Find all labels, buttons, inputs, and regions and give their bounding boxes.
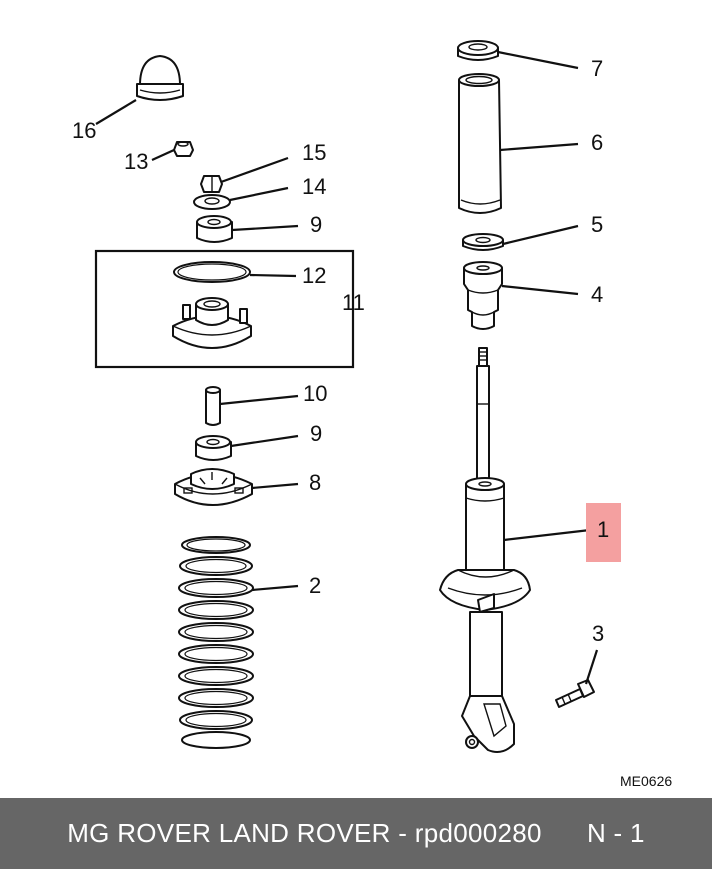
footer-bar: MG ROVER LAND ROVER - rpd000280 N - 1 — [0, 798, 712, 869]
callout-5: 5 — [591, 212, 603, 237]
part-9-upper-bush — [196, 215, 233, 243]
part-11-group-box — [94, 249, 355, 369]
part-7-top-washer — [457, 40, 499, 61]
part-1-shock-absorber — [439, 347, 531, 753]
callout-2: 2 — [309, 573, 321, 598]
part-16-bump-cap — [136, 55, 184, 101]
part-4-bump-stop — [463, 261, 503, 330]
part-9-lower-bush — [195, 435, 232, 461]
part-15-nut — [200, 175, 223, 193]
part-top-mount — [172, 297, 252, 349]
footer-position: N - 1 — [586, 818, 645, 848]
callout-16: 16 — [72, 118, 96, 143]
part-6-dust-boot — [458, 73, 502, 214]
callout-9-upper: 9 — [310, 212, 322, 237]
part-10-spacer — [205, 386, 221, 426]
callout-8: 8 — [309, 470, 321, 495]
part-5-washer — [462, 233, 504, 251]
callout-12: 12 — [302, 263, 326, 288]
callout-14: 14 — [302, 174, 326, 199]
part-3-bolt — [555, 679, 595, 708]
callout-11: 11 — [342, 290, 365, 315]
part-13-nut — [173, 141, 194, 157]
diagram-code: ME0626 — [620, 773, 672, 789]
part-8-spring-seat — [174, 468, 253, 506]
part-2-coil-spring — [178, 536, 254, 749]
callout-15: 15 — [302, 140, 326, 165]
part-1-highlight — [586, 503, 621, 562]
callout-1: 1 — [597, 517, 609, 542]
part-14-washer — [193, 194, 231, 210]
callout-13: 13 — [124, 149, 148, 174]
callout-7: 7 — [591, 56, 603, 81]
callout-4: 4 — [591, 282, 603, 307]
callout-3: 3 — [592, 621, 604, 646]
callout-10: 10 — [303, 381, 327, 406]
callout-9-lower: 9 — [310, 421, 322, 446]
footer-brand: MG ROVER LAND ROVER - rpd000280 — [67, 818, 542, 848]
exploded-parts-diagram: 16 13 15 14 9 12 11 10 9 8 2 7 6 5 4 1 3… — [72, 40, 672, 789]
part-12-o-ring — [173, 261, 251, 283]
callout-6: 6 — [591, 130, 603, 155]
